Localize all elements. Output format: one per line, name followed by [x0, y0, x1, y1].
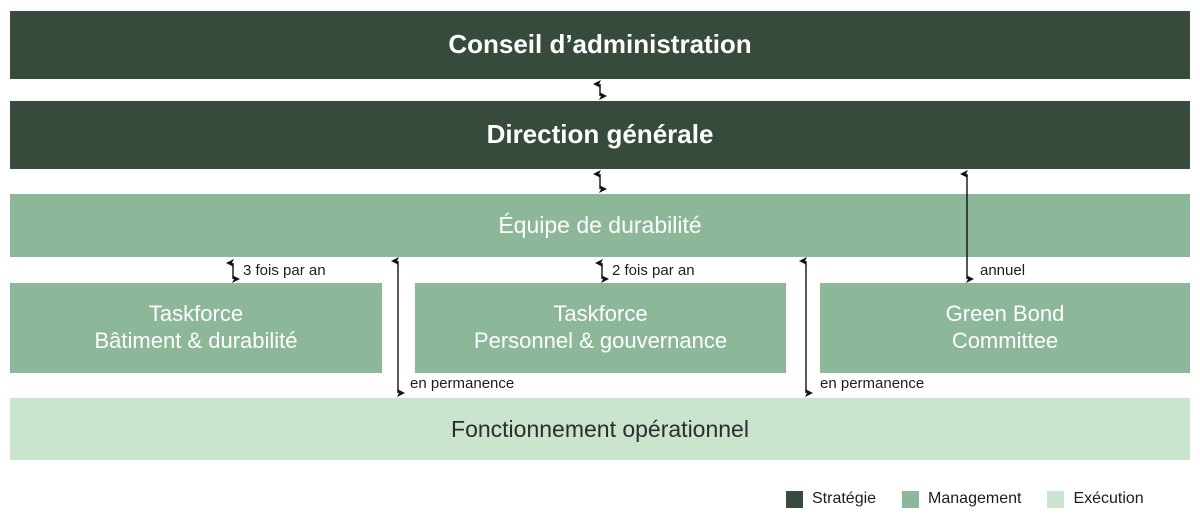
node-taskforce-batiment-line1: Taskforce — [148, 301, 244, 327]
legend-swatch-management-icon — [902, 490, 920, 508]
connector-label-3-fois-par-an: 3 fois par an — [243, 262, 326, 279]
node-taskforce-batiment-line2: Bâtiment & durabilité — [94, 328, 298, 353]
node-green-bond-committee-text: Green Bond Committee — [946, 301, 1065, 355]
node-equipe-label: Équipe de durabilité — [498, 212, 702, 239]
node-green-bond-committee-line2: Committee — [951, 328, 1059, 353]
connector-label-en-permanence-1: en permanence — [410, 375, 515, 392]
legend-item-management: Management — [902, 490, 1021, 508]
node-green-bond-committee: Green Bond Committee — [820, 283, 1190, 373]
node-direction-generale: Direction générale — [10, 101, 1190, 169]
connector-label-2-fois-par-an: 2 fois par an — [612, 262, 695, 279]
legend-label-management: Management — [928, 490, 1022, 507]
legend-item-strategie: Stratégie — [786, 490, 876, 508]
node-green-bond-committee-line1: Green Bond — [945, 301, 1065, 327]
node-taskforce-personnel-line1: Taskforce — [553, 301, 648, 327]
node-direction-label: Direction générale — [486, 119, 714, 150]
node-taskforce-batiment-text: Taskforce Bâtiment & durabilité — [95, 301, 298, 355]
node-equipe-durabilite: Équipe de durabilité — [10, 194, 1190, 257]
node-conseil-label: Conseil d’administration — [448, 29, 752, 60]
node-fonctionnement-label: Fonctionnement opérationnel — [451, 415, 749, 442]
node-taskforce-batiment: Taskforce Bâtiment & durabilité — [10, 283, 382, 373]
connector-label-en-permanence-2: en permanence — [820, 375, 925, 392]
legend-swatch-execution-icon — [1047, 490, 1065, 508]
legend-item-execution: Exécution — [1047, 490, 1144, 508]
node-fonctionnement-operationnel: Fonctionnement opérationnel — [10, 398, 1190, 460]
legend: Stratégie Management Exécution — [786, 490, 1144, 508]
connector-label-annuel: annuel — [980, 262, 1026, 279]
node-taskforce-personnel-text: Taskforce Personnel & gouvernance — [474, 301, 727, 355]
legend-label-execution: Exécution — [1073, 490, 1144, 507]
node-taskforce-personnel-line2: Personnel & gouvernance — [473, 328, 728, 353]
legend-label-strategie: Stratégie — [812, 490, 877, 507]
legend-swatch-strategie-icon — [786, 490, 803, 508]
node-conseil-administration: Conseil d’administration — [10, 11, 1190, 79]
node-taskforce-personnel: Taskforce Personnel & gouvernance — [415, 283, 786, 373]
